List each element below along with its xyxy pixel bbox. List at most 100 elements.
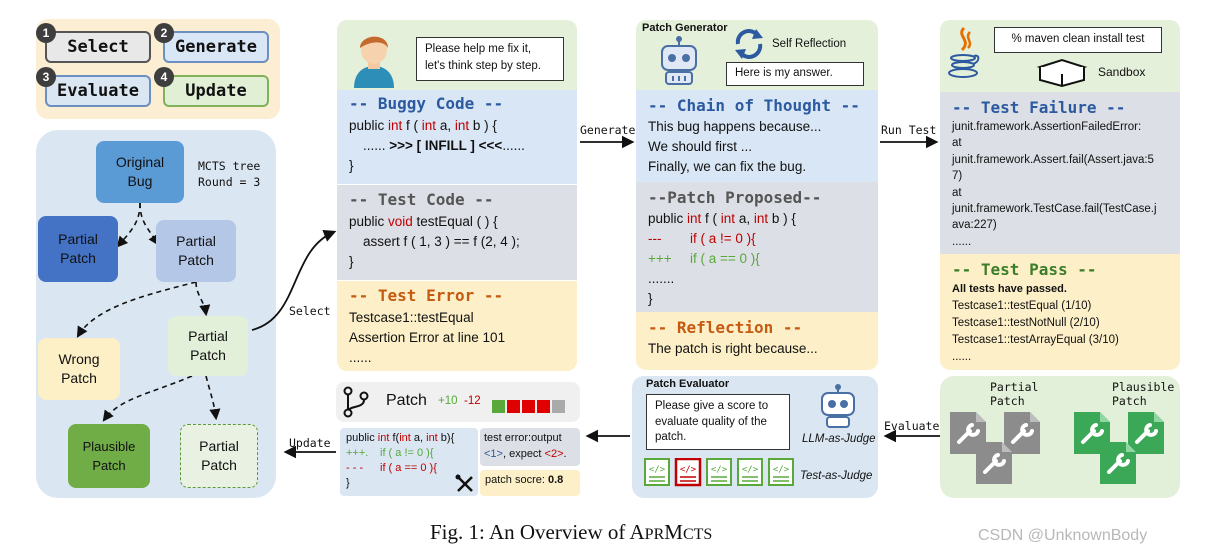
step-generate: Generate — [163, 31, 269, 63]
tools-icon — [455, 474, 473, 492]
pp-l1-d: b ) { — [768, 211, 796, 226]
patch-proposed-title: --Patch Proposed-- — [648, 188, 822, 207]
diff-square-green — [492, 400, 505, 413]
pc-minus-mark: - - - — [346, 462, 364, 474]
pp-plus-mark: +++ — [648, 251, 672, 266]
test-error-title: -- Test Error -- — [349, 286, 504, 305]
test-failure-line: junit.framework.AssertionFailedError: — [952, 121, 1142, 133]
judge-robot-icon — [821, 384, 855, 428]
test-pass-line2: Testcase1::testEqual (1/10) — [952, 300, 1092, 312]
buggy-code-l1-d: b ) { — [469, 118, 497, 133]
chain-of-thought-block: -- Chain of Thought -- This bug happens … — [636, 90, 878, 182]
node-partial-patch-dashed-line1: Partial — [199, 438, 239, 454]
patch-score-value: 0.8 — [547, 474, 564, 486]
test-failure-line: ...... — [952, 235, 972, 248]
step-legend-panel: Select 1 Generate 2 Evaluate 3 Update 4 — [36, 19, 280, 119]
test-failure-title: -- Test Failure -- — [952, 98, 1126, 117]
svg-text:</>: </> — [773, 465, 790, 475]
test-code-l1-a: public — [349, 214, 389, 229]
user-prompt-bubble: Please help me fix it, let's think step … — [416, 37, 564, 81]
pp-l1-c: a, — [735, 211, 754, 226]
mcts-tree-caption-line1: MCTS tree — [198, 159, 261, 173]
buggy-code-l1-b: f ( — [402, 118, 422, 133]
patch-proposed-line5: } — [648, 291, 653, 306]
node-original-bug-line2: Bug — [127, 173, 153, 189]
step-number-2-text: 2 — [160, 26, 168, 40]
partial-patch-doc-label-line2: Patch — [990, 394, 1025, 408]
buggy-code-l2-a: ...... — [363, 138, 390, 153]
plausible-patch-doc-label-line1: Plausible — [1112, 380, 1175, 394]
step-number-3: 3 — [36, 67, 56, 87]
pp-l1-kw3: int — [753, 211, 769, 226]
svg-text:</>: </> — [742, 465, 759, 475]
generate-arrow-label: Generate — [580, 123, 636, 137]
test-pass-line4: Testcase1::testArrayEqual (3/10) — [952, 334, 1119, 346]
node-partial-patch-dashed-line2: Patch — [201, 457, 237, 473]
test-pass-line1: All tests have passed. — [952, 283, 1067, 295]
diff-stat-squares — [492, 400, 565, 413]
test-failure-block: -- Test Failure -- junit.framework.Asser… — [940, 92, 1180, 254]
patch-card-deletions: -12 — [464, 395, 481, 407]
test-failure-line: 7) — [952, 170, 963, 183]
patch-proposed-plus-line: +++ if ( a == 0 ){ — [648, 249, 866, 269]
svg-text:</>: </> — [680, 465, 697, 475]
step-update: Update — [163, 75, 269, 107]
step-select: Select — [45, 31, 151, 63]
pc-plus-code: if ( a != 0 ){ — [380, 447, 434, 459]
test-code-l1-kw: void — [388, 214, 413, 229]
reflection-line1: The patch is right because... — [648, 341, 818, 356]
edge-mid-to-plausible — [102, 375, 193, 422]
test-pass-title: -- Test Pass -- — [952, 260, 1097, 279]
test-code-title: -- Test Code -- — [349, 190, 494, 209]
patch-card-title: Patch — [386, 392, 427, 409]
svg-text:</>: </> — [649, 465, 666, 475]
cot-line2: We should first ... — [648, 139, 753, 154]
test-case-icons: </> </> </> </> </> — [644, 458, 794, 487]
step-select-label: Select — [67, 37, 129, 57]
evaluate-arrow-label: Evaluate — [884, 419, 940, 433]
user-prompt-line2: let's think step by step. — [425, 60, 541, 72]
caption-name-b: PR — [644, 526, 665, 543]
gray-wrench-doc-icon — [976, 442, 1012, 484]
patch-documents — [950, 412, 1164, 484]
caption-name-d: CTS — [682, 526, 713, 543]
self-reflection-label: Self Reflection — [772, 38, 847, 50]
node-wrong-patch-line2: Patch — [61, 370, 97, 386]
green-wrench-doc-icon — [1100, 442, 1136, 484]
step-number-2: 2 — [154, 23, 174, 43]
test-pass-line3: Testcase1::testNotNull (2/10) — [952, 317, 1100, 329]
pp-l1-kw: int — [687, 211, 702, 226]
patch-error-dot: . — [563, 448, 567, 460]
buggy-code-line1: public int f ( int a, int b ) { — [349, 116, 565, 136]
step-number-1: 1 — [36, 23, 56, 43]
patch-card-minus-line: - - -if ( a == 0 ){ — [346, 461, 472, 476]
pc-l1-kw3: int — [426, 432, 438, 444]
node-partial-patch-dark-line2: Patch — [60, 250, 96, 266]
node-partial-patch-light-line1: Partial — [176, 233, 216, 249]
evaluator-prompt-bubble: Please give a score to evaluate quality … — [646, 394, 790, 450]
cot-line1: This bug happens because... — [648, 119, 822, 134]
step-evaluate: Evaluate — [45, 75, 151, 107]
pp-plus-code: if ( a == 0 ){ — [690, 251, 760, 266]
select-arrow-label: Select — [289, 304, 331, 318]
buggy-code-title: -- Buggy Code -- — [349, 94, 504, 113]
plausible-patch-doc-label-line2: Patch — [1112, 394, 1147, 408]
patch-error-line1: test error:output — [484, 432, 562, 444]
pp-minus-mark: --- — [648, 231, 662, 246]
patch-card-plus-line: +++.if ( a != 0 ){ — [346, 446, 472, 461]
patch-score-box: patch socre: 0.8 — [480, 470, 580, 496]
buggy-code-l1-kw3: int — [454, 118, 470, 133]
buggy-code-l1-c: a, — [436, 118, 455, 133]
evaluator-prompt-line1: Please give a score to — [655, 400, 769, 412]
buggy-code-l1-a: public — [349, 118, 389, 133]
caption-name-c: M — [664, 520, 683, 544]
step-generate-label: Generate — [175, 37, 257, 57]
user-avatar-icon — [354, 36, 394, 88]
step-number-4: 4 — [154, 67, 174, 87]
node-plausible-patch-line2: Patch — [92, 458, 126, 473]
patch-proposed-line1: public int f ( int a, int b ) { — [648, 209, 866, 229]
chain-of-thought-title: -- Chain of Thought -- — [648, 96, 860, 115]
